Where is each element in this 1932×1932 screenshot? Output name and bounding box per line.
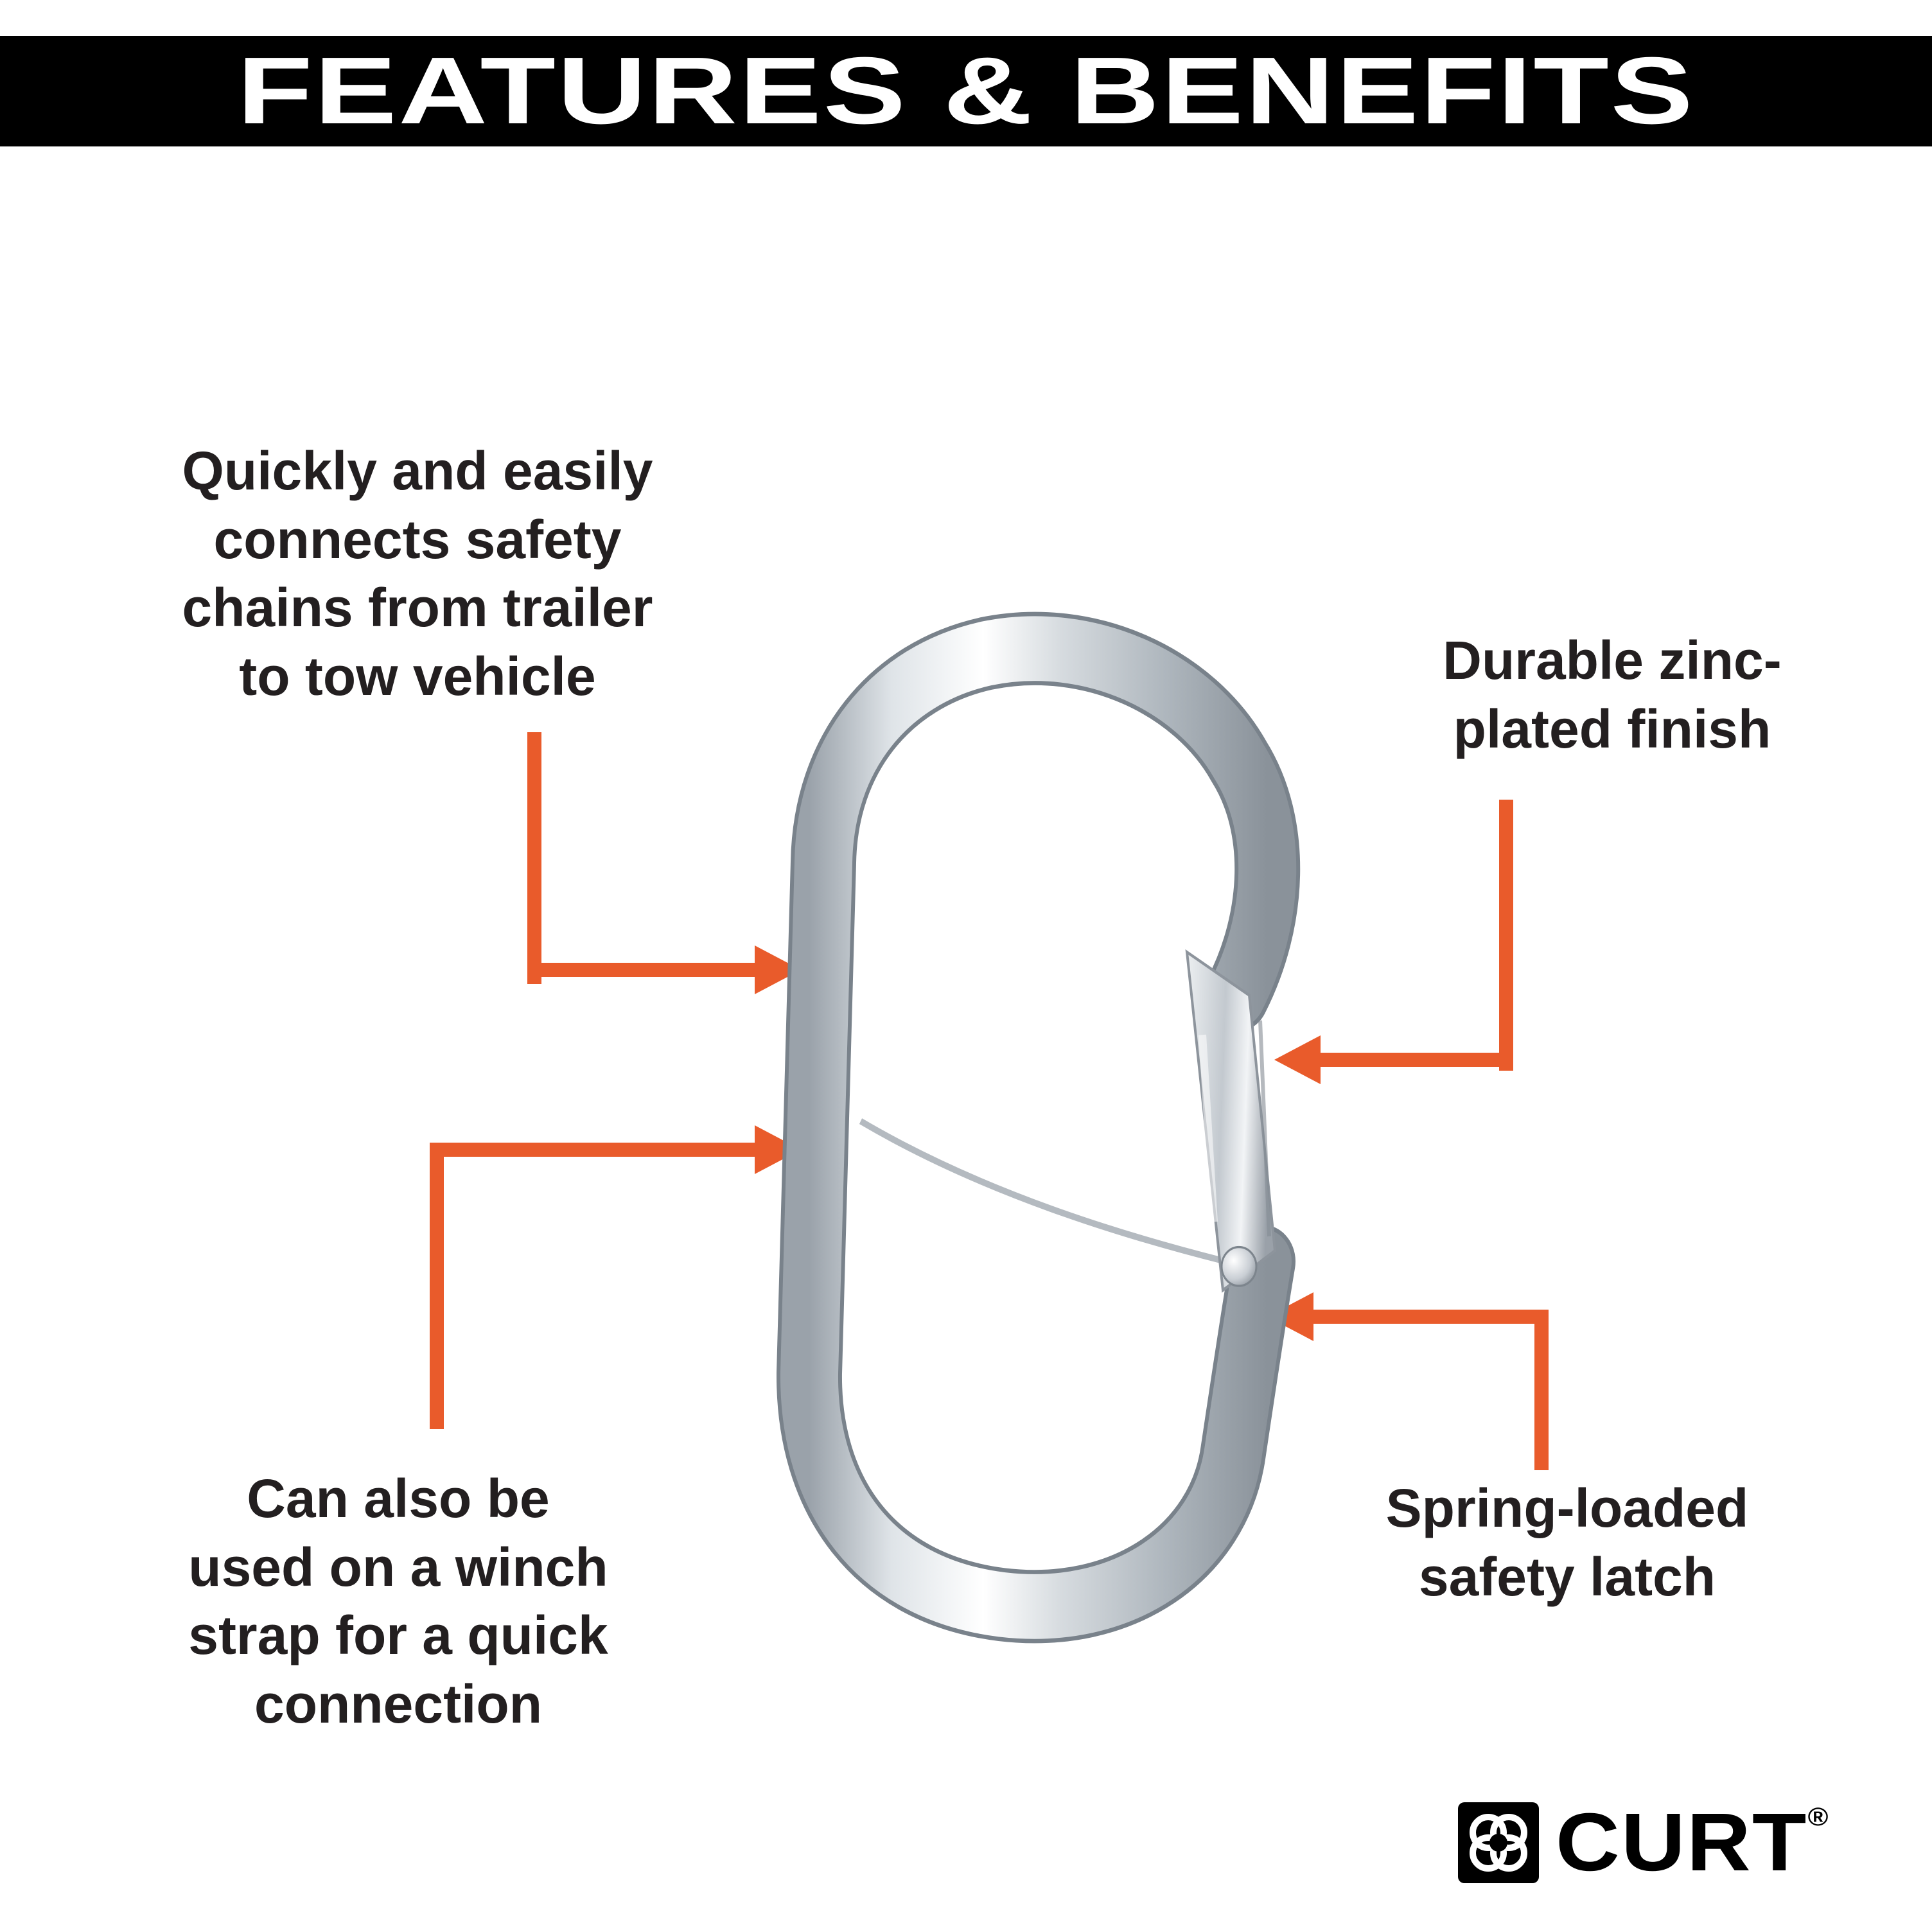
arrow-zinc-vertical-line bbox=[1499, 800, 1513, 1071]
callout-winch-strap: Can also be used on a winch strap for a … bbox=[188, 1468, 608, 1735]
arrow-connect-horizontal-line bbox=[527, 963, 755, 977]
callout-safety-latch: Spring-loaded safety latch bbox=[1385, 1478, 1749, 1607]
arrow-connect-vertical-line bbox=[527, 732, 541, 984]
arrow-latch-vertical-line bbox=[1534, 1310, 1549, 1470]
arrow-winch-vertical-line bbox=[430, 1143, 444, 1429]
callout-zinc-finish: Durable zinc- plated finish bbox=[1443, 630, 1782, 759]
arrow-winch-horizontal-line bbox=[430, 1143, 755, 1157]
callout-connect-chains: Quickly and easily connects safety chain… bbox=[182, 441, 653, 707]
arrow-zinc-head-icon bbox=[1274, 1035, 1321, 1084]
arrow-zinc-horizontal-line bbox=[1321, 1053, 1513, 1067]
registered-mark: ® bbox=[1807, 1803, 1830, 1831]
brand-wordmark: CURT® bbox=[1556, 1796, 1830, 1888]
snap-hook-illustration bbox=[776, 611, 1301, 1644]
page-title: FEATURES & BENEFITS bbox=[237, 38, 1695, 144]
header-banner: FEATURES & BENEFITS bbox=[0, 36, 1932, 146]
curt-gear-icon bbox=[1458, 1802, 1539, 1883]
snap-hook-image bbox=[713, 488, 1317, 1696]
arrow-latch-horizontal-line bbox=[1313, 1310, 1549, 1324]
brand-logo: CURT® bbox=[1458, 1795, 1828, 1890]
